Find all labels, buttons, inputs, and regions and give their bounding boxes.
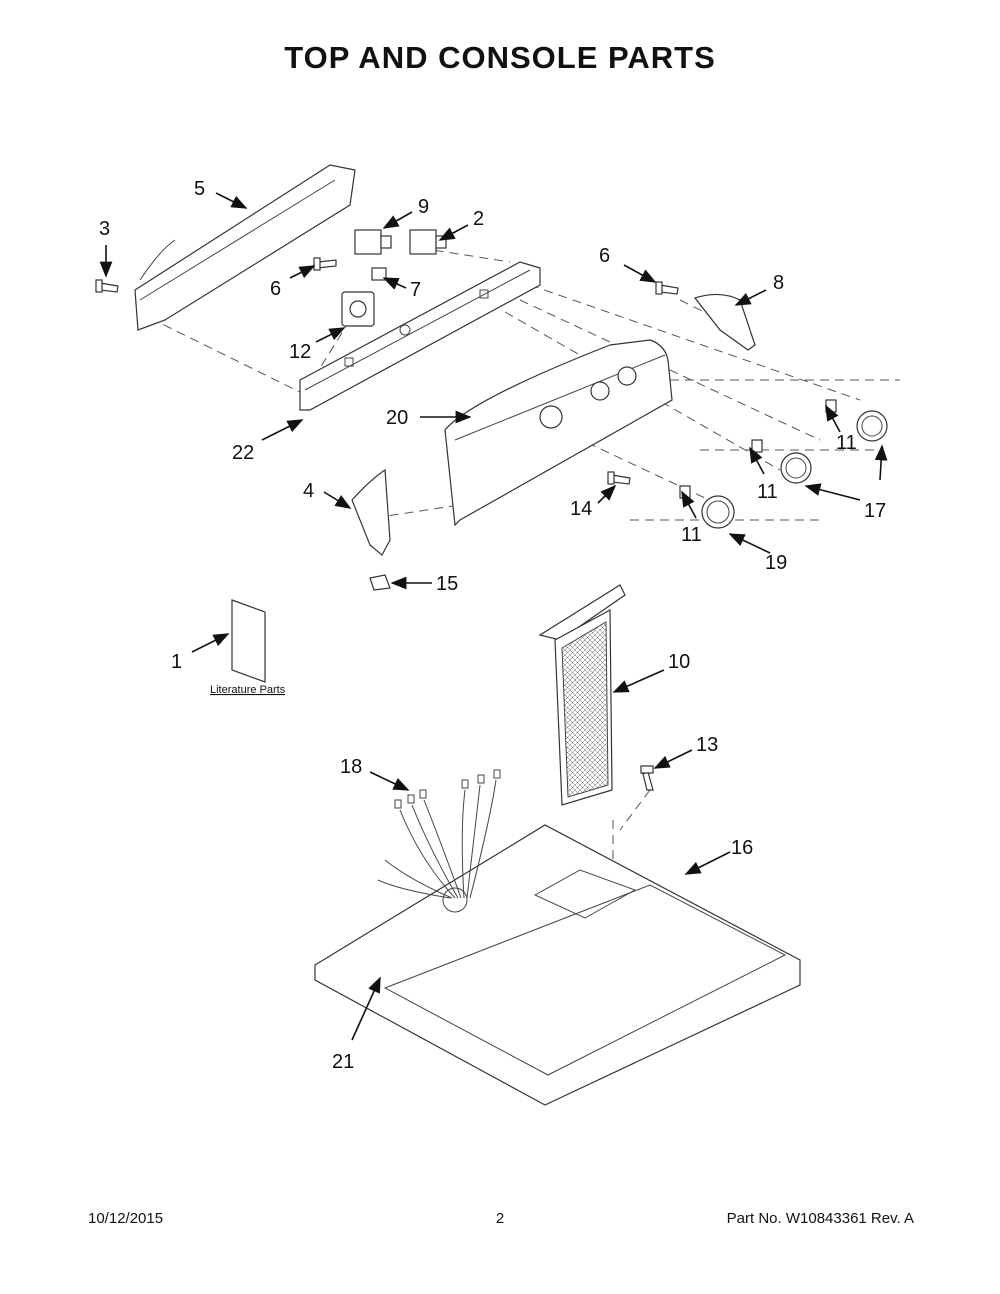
callout-14: 14 [570, 498, 592, 520]
wire-harness-18 [377, 769, 501, 899]
callout-12: 12 [289, 341, 311, 363]
callout-arrows [99, 192, 888, 1041]
assembly-lines [149, 247, 900, 870]
knob-group-middle [751, 439, 812, 484]
screw-13 [640, 765, 654, 791]
callout-11-bottom: 11 [681, 524, 702, 546]
knob-group-bottom [679, 485, 735, 529]
callout-10: 10 [668, 651, 690, 673]
callout-numbers: 5 3 9 2 6 7 12 22 6 8 20 4 15 14 11 11 1… [99, 178, 886, 1073]
screw-14 [607, 471, 631, 485]
callout-17: 17 [864, 500, 886, 522]
footer-page-number: 2 [495, 1210, 505, 1227]
callout-22: 22 [232, 442, 254, 464]
callout-4: 4 [303, 480, 314, 502]
callout-8: 8 [773, 272, 784, 294]
control-bracket-22 [299, 261, 541, 411]
lint-screen-10 [538, 584, 626, 806]
switch-9 [354, 229, 392, 255]
part-7 [371, 267, 387, 281]
screw-6-left [313, 257, 337, 271]
callout-21: 21 [332, 1051, 354, 1073]
callout-2: 2 [473, 208, 484, 230]
callout-7: 7 [410, 279, 421, 301]
callout-15: 15 [436, 573, 458, 595]
literature-1 [231, 599, 266, 683]
callout-20: 20 [386, 407, 408, 429]
callout-3: 3 [99, 218, 110, 240]
timer-12 [341, 291, 375, 327]
switch-2 [409, 229, 447, 255]
callout-1: 1 [171, 651, 182, 673]
clip-15 [369, 574, 391, 591]
callout-18: 18 [340, 756, 362, 778]
end-cap-8 [693, 293, 756, 351]
callout-16: 16 [731, 837, 753, 859]
top-16 [314, 824, 801, 1106]
callout-6-right: 6 [599, 245, 610, 267]
footer-date: 10/12/2015 [88, 1210, 164, 1227]
callout-11-top: 11 [836, 432, 857, 454]
callout-11-middle: 11 [757, 481, 778, 503]
callout-13: 13 [696, 734, 718, 756]
end-cap-4 [351, 468, 391, 556]
page-title: TOP AND CONSOLE PARTS [284, 40, 716, 75]
screw-6-right [655, 281, 679, 295]
callout-19: 19 [765, 552, 787, 574]
console-20 [444, 339, 673, 527]
literature-parts-label: Literature Parts [210, 684, 286, 696]
footer-part-number: Part No. W10843361 Rev. A [726, 1210, 914, 1227]
callout-6-left: 6 [270, 278, 281, 300]
rear-console-panel [134, 164, 356, 331]
screw-3 [95, 279, 119, 293]
callout-5: 5 [194, 178, 205, 200]
callout-9: 9 [418, 196, 429, 218]
